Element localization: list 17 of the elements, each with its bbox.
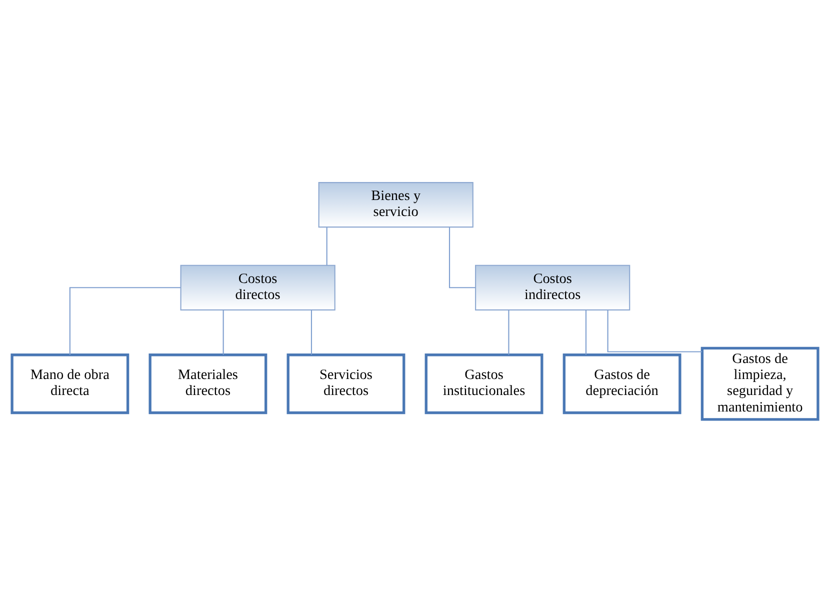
- connector: [222, 309, 224, 354]
- node-box: Materiales directos: [148, 353, 268, 414]
- node-box: Costos indirectos: [475, 264, 630, 310]
- node-box: Costos directos: [180, 264, 336, 310]
- connector: [607, 310, 702, 352]
- connector: [508, 309, 510, 354]
- node-box: Gastos institucionales: [424, 353, 544, 414]
- connector: [310, 309, 312, 354]
- node-box: Gastos de depreciación: [562, 353, 682, 414]
- node-box: Gastos de limpieza, seguridad y mantenimiento: [700, 346, 820, 420]
- node-box: Servicios directos: [286, 353, 406, 414]
- connector: [448, 226, 476, 288]
- node-box: Mano de obra directa: [10, 353, 130, 414]
- connector: [585, 309, 587, 354]
- connector: [69, 286, 181, 354]
- connector: [326, 226, 328, 265]
- node-box: Bienes y servicio: [318, 182, 474, 228]
